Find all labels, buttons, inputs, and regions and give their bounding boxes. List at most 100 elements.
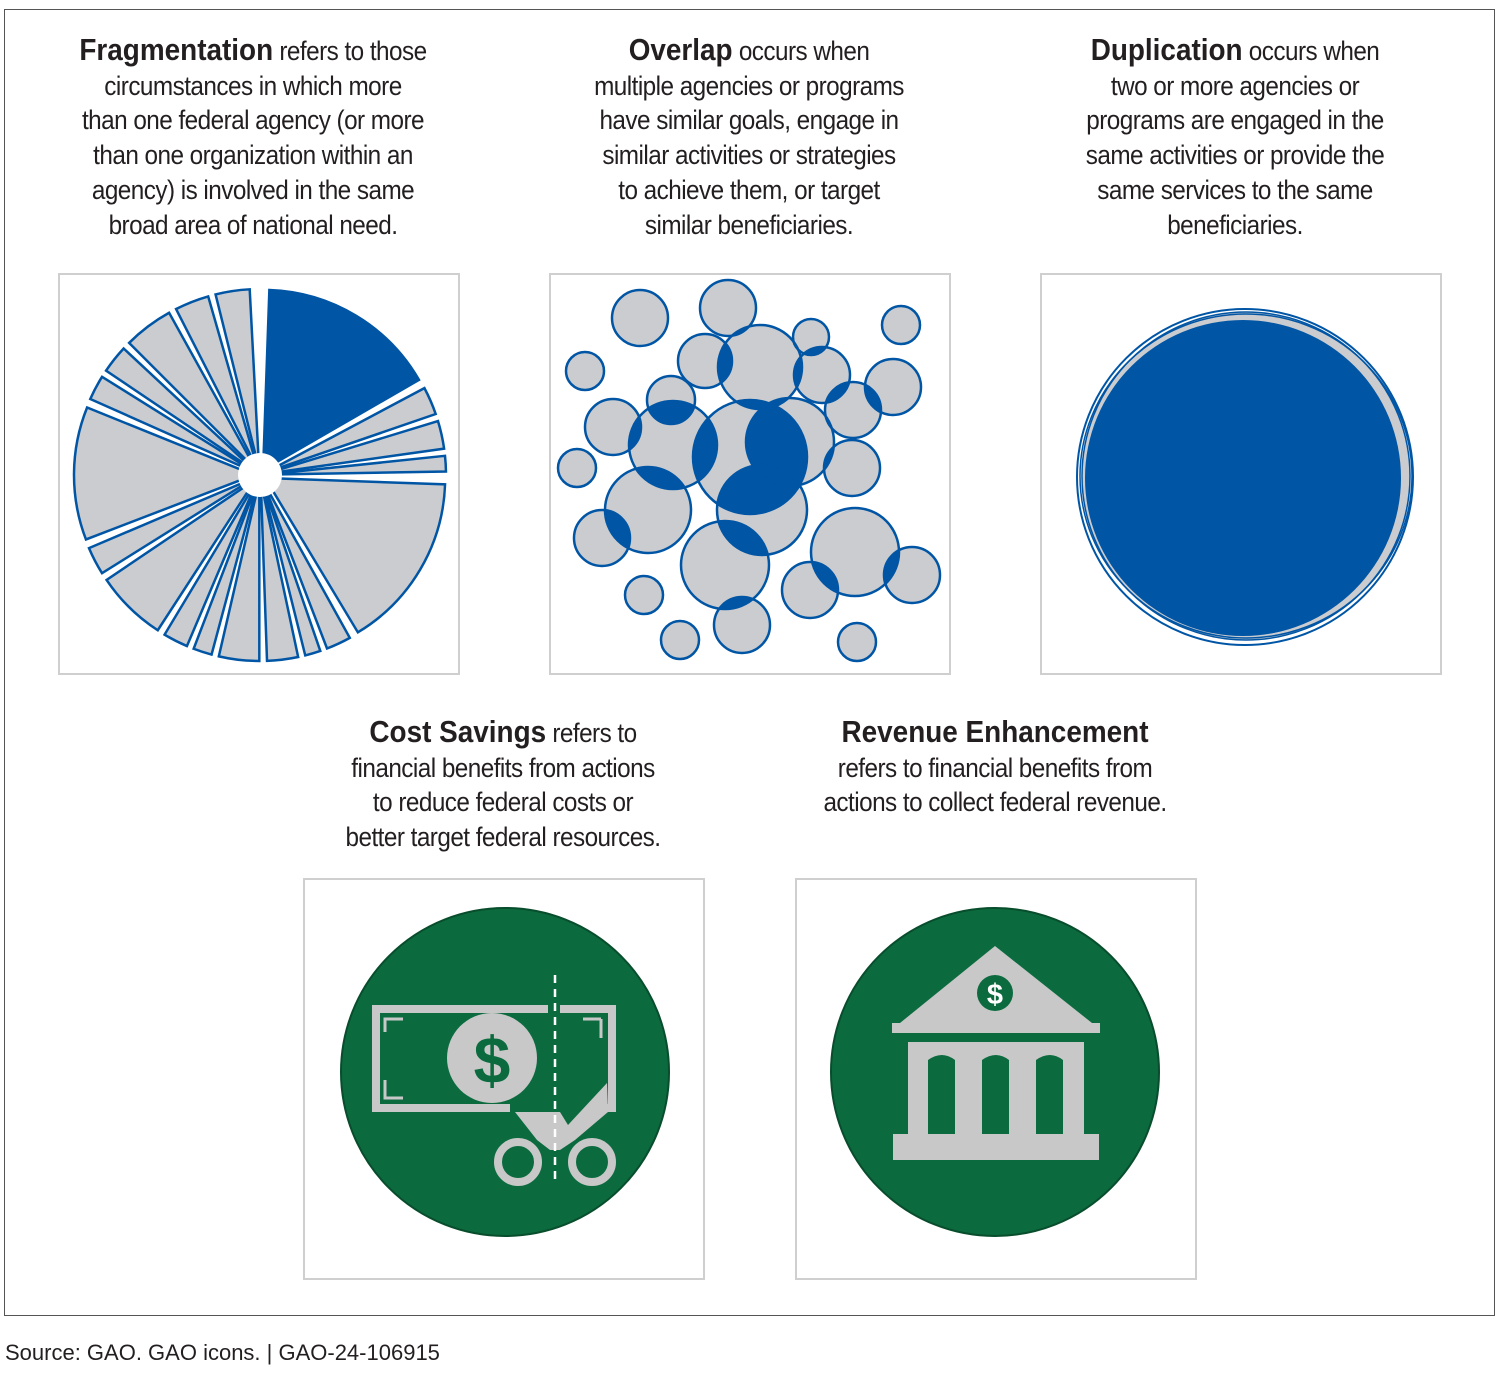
pie-slice bbox=[217, 480, 261, 663]
term: Revenue Enhancement bbox=[841, 714, 1149, 749]
circle-outline bbox=[610, 288, 670, 348]
circle-outline bbox=[712, 595, 772, 655]
program-circle bbox=[700, 280, 756, 336]
text-line: broad area of national need. bbox=[108, 209, 398, 240]
source-note: Source: GAO. GAO icons. | GAO-24-106915 bbox=[5, 1340, 440, 1365]
program-circle bbox=[625, 576, 663, 614]
term: Fragmentation bbox=[79, 32, 274, 67]
program-circle bbox=[718, 325, 802, 409]
program-circle bbox=[566, 352, 604, 390]
circle-outline bbox=[556, 447, 598, 489]
text-line: to achieve them, or target bbox=[618, 174, 880, 205]
duplication-definition: Duplication occurs when two or more agen… bbox=[1028, 32, 1442, 242]
circle-outline bbox=[792, 345, 852, 405]
pie-slice bbox=[174, 294, 260, 470]
pie-slice bbox=[87, 476, 256, 575]
text-line: similar activities or strategies bbox=[602, 140, 896, 171]
overlap-definition: Overlap occurs when multiple agencies or… bbox=[542, 32, 956, 242]
program-circle bbox=[612, 290, 668, 346]
pie-slice bbox=[265, 454, 448, 476]
circle-outline bbox=[627, 399, 719, 491]
pie-slice bbox=[265, 419, 446, 475]
pie-slice bbox=[192, 480, 260, 657]
program-circle bbox=[824, 440, 880, 496]
figure-frame bbox=[4, 9, 1495, 1316]
term: Duplication bbox=[1090, 32, 1243, 67]
overlap-circles-icon bbox=[556, 278, 942, 663]
program-circle bbox=[714, 597, 770, 653]
text-line: two or more agencies or bbox=[1110, 70, 1360, 101]
pie-slice bbox=[262, 476, 447, 635]
text-line: occurs when bbox=[738, 36, 870, 66]
circle-outline bbox=[645, 374, 697, 426]
circle-outline bbox=[791, 317, 831, 357]
circle-outline bbox=[744, 396, 836, 488]
overlap-region bbox=[746, 400, 807, 486]
fragmentation-pie-icon bbox=[72, 287, 448, 663]
circle-outline bbox=[679, 519, 771, 611]
circle-outline bbox=[564, 350, 606, 392]
pie-slice bbox=[259, 480, 300, 663]
text-line: financial benefits from actions bbox=[351, 752, 655, 783]
circle-outline bbox=[880, 304, 922, 346]
pie-slice bbox=[260, 480, 322, 657]
pie-slice bbox=[72, 405, 258, 542]
circle-outline bbox=[715, 463, 809, 557]
circle-outline bbox=[809, 506, 901, 598]
text-line: same activities or provide the bbox=[1085, 140, 1385, 171]
term: Overlap bbox=[628, 32, 733, 67]
text-line: better target federal resources. bbox=[345, 822, 662, 853]
program-circle bbox=[661, 621, 699, 659]
text-line: beneficiaries. bbox=[1167, 209, 1303, 240]
term: Cost Savings bbox=[369, 714, 547, 749]
text-line: programs are engaged in the bbox=[1086, 105, 1384, 136]
text-line: have similar goals, engage in bbox=[599, 105, 899, 136]
dollar-sign: $ bbox=[987, 979, 1003, 1011]
text-line: circumstances in which more bbox=[104, 70, 402, 101]
fragmentation-definition: Fragmentation refers to those circumstan… bbox=[46, 32, 460, 242]
revenue-enhancement-definition: Revenue Enhancement refers to financial … bbox=[788, 714, 1202, 820]
pie-slice bbox=[264, 386, 438, 474]
program-circle bbox=[585, 399, 641, 455]
pie-slice bbox=[162, 479, 259, 648]
text-line: to reduce federal costs or bbox=[372, 787, 634, 818]
circle-outline bbox=[780, 560, 840, 620]
program-circle bbox=[882, 306, 920, 344]
text-line: than one organization within an bbox=[93, 140, 413, 171]
circle-outline bbox=[698, 278, 758, 338]
circle-outline bbox=[572, 508, 632, 568]
cost-savings-definition: Cost Savings refers to financial benefit… bbox=[296, 714, 710, 855]
circle-outline bbox=[583, 397, 643, 457]
overlap-region bbox=[717, 521, 769, 555]
circle-outline bbox=[836, 621, 878, 663]
cost-savings-scissors-dollar-icon: $ bbox=[340, 907, 670, 1237]
text-line: than one federal agency (or more bbox=[81, 105, 425, 136]
circle-outline bbox=[676, 332, 734, 390]
text-line: occurs when bbox=[1248, 36, 1380, 66]
circle-outline bbox=[623, 574, 665, 616]
program-circle bbox=[558, 449, 596, 487]
circle-outline bbox=[659, 619, 701, 661]
circle-outline bbox=[863, 357, 923, 417]
text-line: refers to bbox=[552, 718, 637, 748]
pie-slice bbox=[261, 479, 352, 651]
pie-slice bbox=[104, 346, 257, 473]
text-line: actions to collect federal revenue. bbox=[823, 787, 1167, 818]
pie-slice bbox=[88, 375, 256, 474]
duplication-circle-icon bbox=[1076, 308, 1414, 646]
overlap-region bbox=[811, 562, 838, 596]
text-line: multiple agencies or programs bbox=[594, 70, 904, 101]
circle-outline bbox=[691, 398, 809, 516]
revenue-bank-icon: $ bbox=[830, 907, 1160, 1237]
pie-slice bbox=[214, 287, 261, 470]
highlighted-slice bbox=[261, 288, 421, 473]
pie-center bbox=[238, 453, 282, 497]
overlap-region bbox=[717, 465, 807, 514]
text-line: similar beneficiaries. bbox=[644, 209, 854, 240]
text-line: refers to those bbox=[279, 36, 427, 66]
program-circle bbox=[838, 623, 876, 661]
pie-slice bbox=[127, 311, 258, 472]
text-line: refers to financial benefits from bbox=[837, 752, 1153, 783]
circle-outline bbox=[822, 438, 882, 498]
